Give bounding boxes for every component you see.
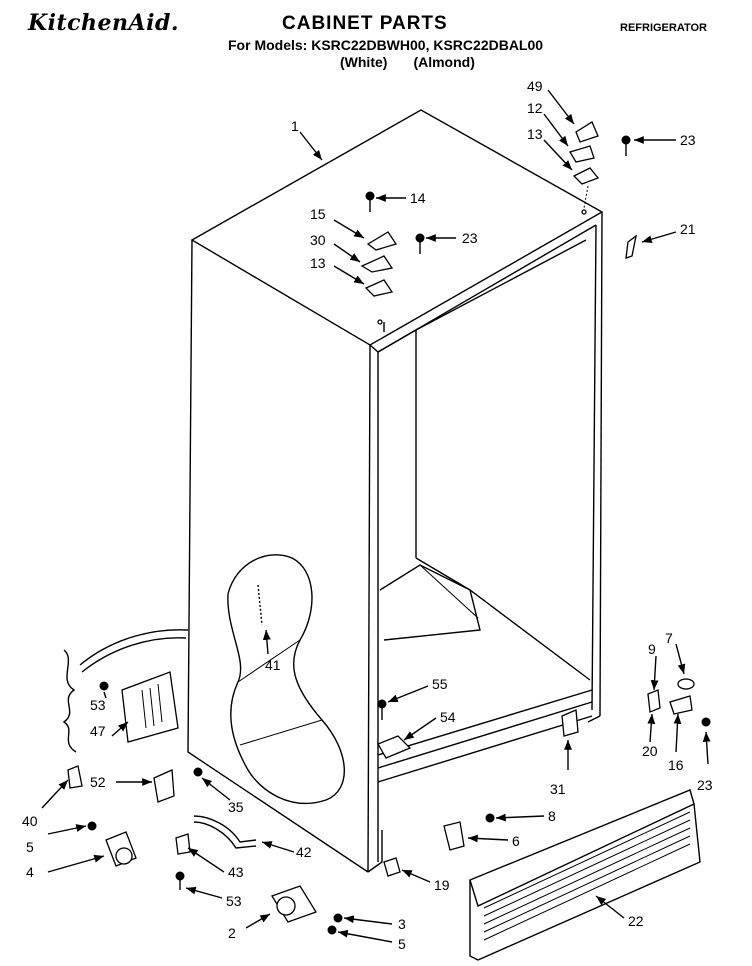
callout-49: 49 [527, 78, 543, 94]
callout-30: 30 [310, 232, 326, 248]
callouts: 1 49 12 13 23 14 15 30 23 13 21 41 55 54… [22, 78, 713, 952]
callout-13-top-center: 13 [310, 255, 326, 271]
callout-55: 55 [432, 676, 448, 692]
model-numbers: For Models: KSRC22DBWH00, KSRC22DBAL00 [228, 37, 544, 53]
top-hinge-parts [360, 121, 637, 297]
callout-6: 6 [512, 833, 520, 849]
callout-7: 7 [665, 630, 673, 646]
page-title: CABINET PARTS [282, 13, 448, 34]
brand-logo: KitchenAid. [28, 10, 179, 36]
callout-52: 52 [90, 774, 106, 790]
right-side-parts [271, 678, 711, 961]
callout-19: 19 [434, 877, 450, 893]
appliance-category: REFRIGERATOR [620, 22, 707, 34]
cabinet-body [187, 109, 604, 873]
callout-9: 9 [648, 641, 656, 657]
model-colors: (White) (Almond) [340, 54, 475, 70]
callout-4: 4 [26, 864, 34, 880]
callout-53-bottom: 53 [226, 893, 242, 909]
callout-8: 8 [548, 808, 556, 824]
callout-12: 12 [527, 100, 543, 116]
callout-23-top-center: 23 [462, 230, 478, 246]
callout-15: 15 [310, 206, 326, 222]
left-side-parts [62, 629, 412, 890]
callout-14: 14 [410, 190, 426, 206]
callout-43: 43 [228, 864, 244, 880]
callout-1: 1 [291, 118, 299, 134]
callout-13-top-right: 13 [527, 126, 543, 142]
callout-42: 42 [296, 844, 312, 860]
callout-21: 21 [680, 221, 696, 237]
callout-5-bottom: 5 [398, 936, 406, 952]
callout-5-left: 5 [26, 839, 34, 855]
color-white: (White) [340, 54, 388, 70]
callout-35: 35 [228, 799, 244, 815]
callout-47: 47 [90, 723, 106, 739]
callout-20: 20 [642, 743, 658, 759]
callout-3: 3 [398, 916, 406, 932]
callout-22: 22 [628, 913, 644, 929]
callout-54: 54 [440, 709, 456, 725]
callout-53-left: 53 [90, 697, 106, 713]
callout-40: 40 [22, 813, 38, 829]
callout-41: 41 [265, 657, 281, 673]
color-almond: (Almond) [413, 54, 475, 70]
callout-16: 16 [668, 757, 684, 773]
callout-31: 31 [550, 781, 566, 797]
callout-23-right: 23 [697, 777, 713, 793]
callout-2: 2 [228, 925, 236, 941]
callout-23-top-right: 23 [680, 132, 696, 148]
